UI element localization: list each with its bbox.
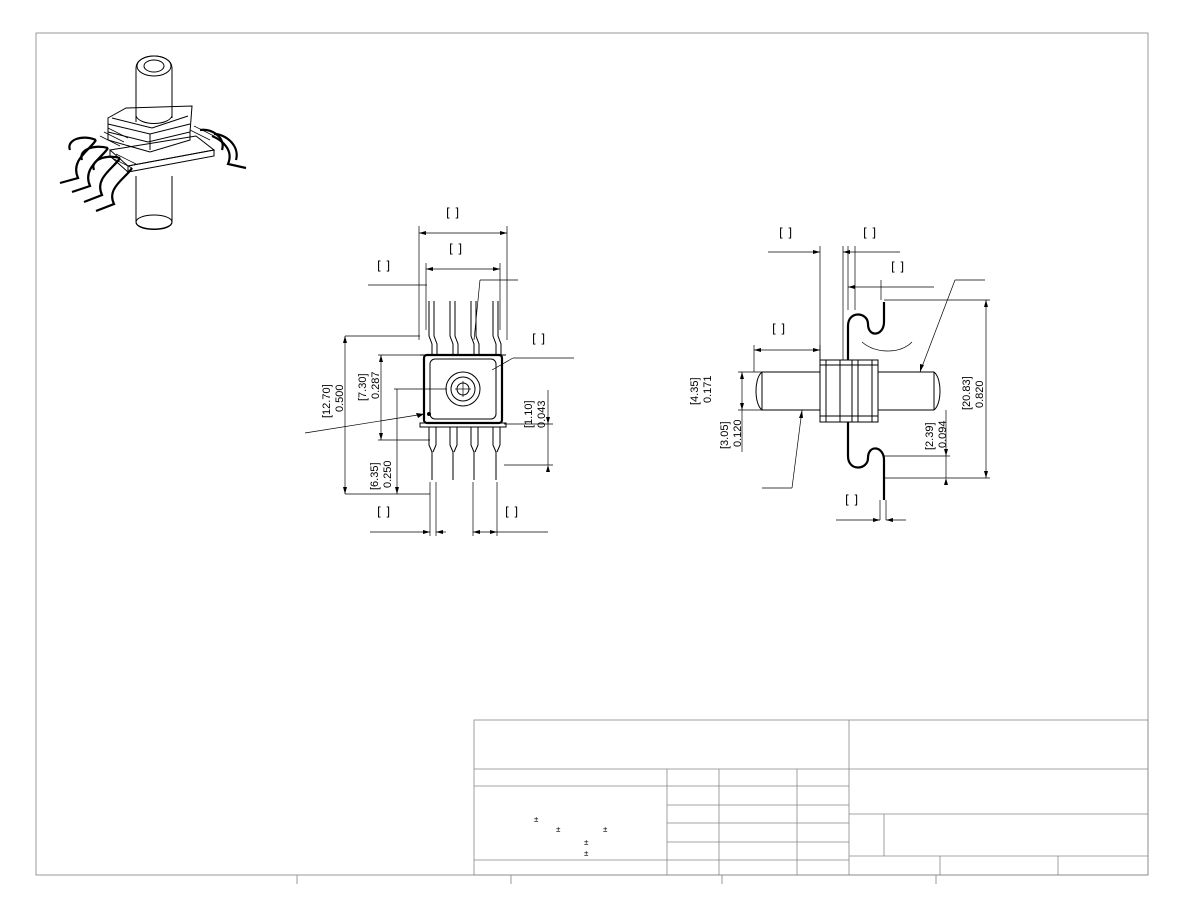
tolerance-1: ± — [534, 815, 539, 824]
tolerance-5: ± — [584, 849, 589, 858]
front-bottom-right-label: [ ] — [505, 505, 518, 519]
sheet-border — [35, 32, 1149, 876]
front-view: [ ] [ ] [ ] [ ] [ ] [ ] [12.70] 0.500 [7… — [304, 206, 574, 536]
side-view: [ ] [ ] [ ] [ ] [ ] [4.35] 0.171 [3.05] … — [689, 226, 990, 522]
side-port-diameter-metric: [4.35] — [689, 377, 701, 405]
front-overall-height-metric: [12.70] — [321, 384, 333, 418]
front-top-left-label: [ ] — [377, 259, 390, 273]
side-left-label: [ ] — [772, 322, 785, 336]
side-port-diameter-inch: 0.171 — [702, 375, 714, 403]
front-port-label: [ ] — [532, 332, 545, 346]
tolerance-3: ± — [603, 825, 608, 834]
side-lead-height-metric: [2.39] — [924, 422, 936, 450]
front-top-inner-label: [ ] — [449, 242, 462, 256]
side-top-label-c: [ ] — [891, 260, 904, 274]
front-lead-offset-inch: 0.250 — [382, 460, 394, 488]
front-body-height-inch: 0.287 — [370, 371, 382, 399]
isometric-view — [59, 55, 247, 230]
side-top-label-b: [ ] — [863, 226, 876, 240]
side-overall-span-metric: [20.83] — [961, 376, 973, 410]
front-body-height-metric: [7.30] — [357, 373, 369, 401]
side-lead-height-inch: 0.094 — [937, 420, 949, 448]
side-overall-span-inch: 0.820 — [974, 380, 986, 408]
tolerance-2: ± — [556, 825, 561, 834]
front-bottom-left-label: [ ] — [377, 505, 390, 519]
tolerance-4: ± — [584, 838, 589, 847]
side-port-inner-inch: 0.120 — [732, 419, 744, 447]
side-top-label-a: [ ] — [779, 226, 792, 240]
front-body-thickness-inch: 0.043 — [536, 400, 548, 428]
front-lead-offset-metric: [6.35] — [369, 462, 381, 490]
front-overall-height-inch: 0.500 — [334, 384, 346, 412]
title-block: ± ± ± ± ± — [473, 719, 1149, 876]
front-top-overall-label: [ ] — [446, 206, 459, 220]
front-body-thickness-metric: [1.10] — [523, 400, 535, 428]
side-port-inner-metric: [3.05] — [719, 421, 731, 449]
side-bottom-label: [ ] — [845, 493, 858, 507]
